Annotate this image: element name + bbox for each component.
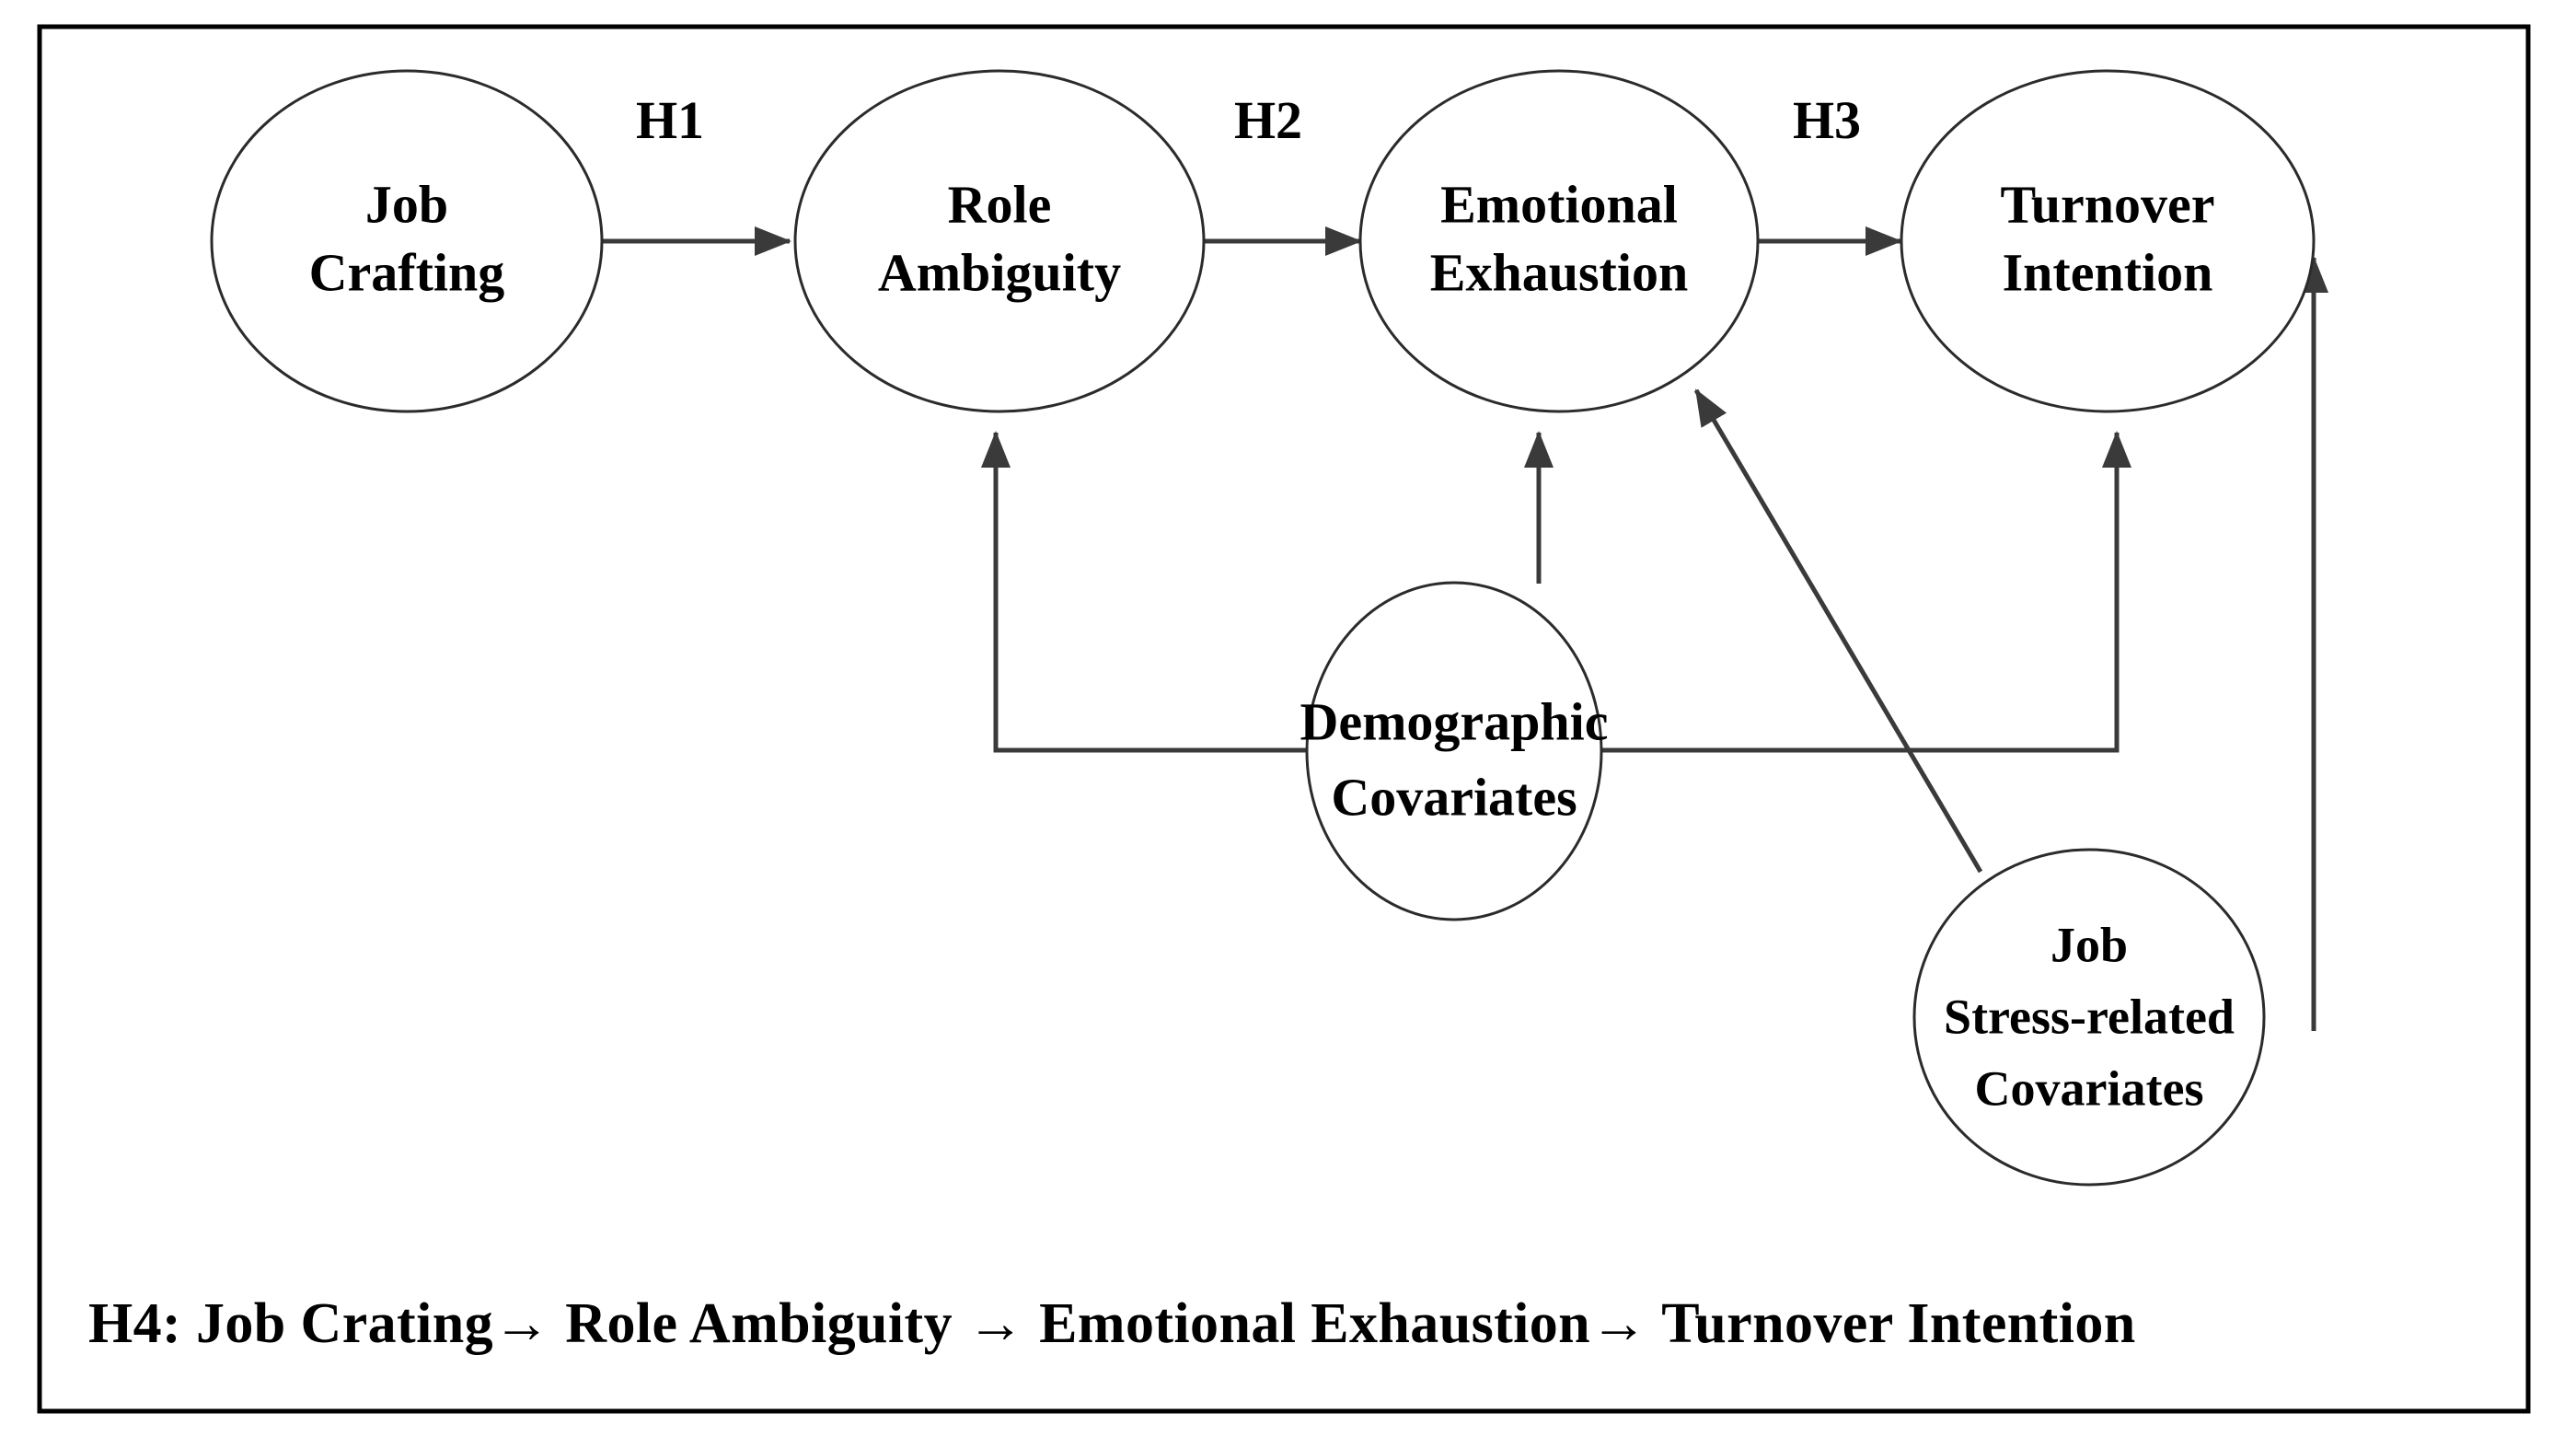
- job-crafting-label-line2: Crafting: [309, 242, 505, 302]
- job-stress-covariates-label-line2: Stress-related: [1944, 989, 2235, 1044]
- emotional-exhaustion-label-line1: Emotional: [1440, 174, 1678, 234]
- edge-demographic-to-turnover-intention: [1600, 430, 2131, 753]
- turnover-intention-label-line1: Turnover: [2000, 174, 2214, 234]
- hypothesis-label-h2: H2: [1234, 90, 1302, 150]
- job-stress-covariates-label-line1: Job: [2050, 917, 2128, 972]
- node-demographic-covariates[interactable]: Demographic Covariates: [1300, 581, 1609, 921]
- job-stress-covariates-ellipse[interactable]: [1912, 848, 2266, 1187]
- job-crafting-ellipse[interactable]: [210, 69, 604, 413]
- demographic-covariates-label-line1: Demographic: [1300, 691, 1608, 751]
- node-job-stress-related-covariates[interactable]: Job Stress-related Covariates: [1912, 848, 2266, 1187]
- demographic-covariates-ellipse[interactable]: [1305, 581, 1603, 921]
- turnover-intention-ellipse[interactable]: [1900, 69, 2316, 413]
- role-ambiguity-label-line2: Ambiguity: [878, 242, 1121, 302]
- hypothesis-label-h3: H3: [1793, 90, 1861, 150]
- edge-job-stress-to-emotional-exhaustion: [1693, 388, 1983, 874]
- role-ambiguity-label-line1: Role: [948, 174, 1052, 234]
- job-stress-covariates-label-line3: Covariates: [1975, 1060, 2204, 1116]
- node-job-crafting[interactable]: Job Crafting: [210, 69, 604, 413]
- node-role-ambiguity[interactable]: Role Ambiguity: [793, 69, 1206, 413]
- turnover-intention-label-line2: Intention: [2003, 242, 2213, 302]
- h4-caption: H4: Job Crating→ Role Ambiguity → Emotio…: [88, 1292, 2136, 1355]
- demographic-covariates-label-line2: Covariates: [1331, 767, 1577, 827]
- emotional-exhaustion-ellipse[interactable]: [1358, 69, 1760, 413]
- emotional-exhaustion-label-line2: Exhaustion: [1430, 242, 1688, 302]
- hypothesis-label-h1: H1: [636, 90, 704, 150]
- job-crafting-label-line1: Job: [365, 174, 448, 234]
- node-turnover-intention[interactable]: Turnover Intention: [1900, 69, 2316, 413]
- role-ambiguity-ellipse[interactable]: [793, 69, 1206, 413]
- edge-demographic-to-role-ambiguity: [980, 430, 1307, 753]
- figure-border: [37, 24, 2531, 1414]
- node-emotional-exhaustion[interactable]: Emotional Exhaustion: [1358, 69, 1760, 413]
